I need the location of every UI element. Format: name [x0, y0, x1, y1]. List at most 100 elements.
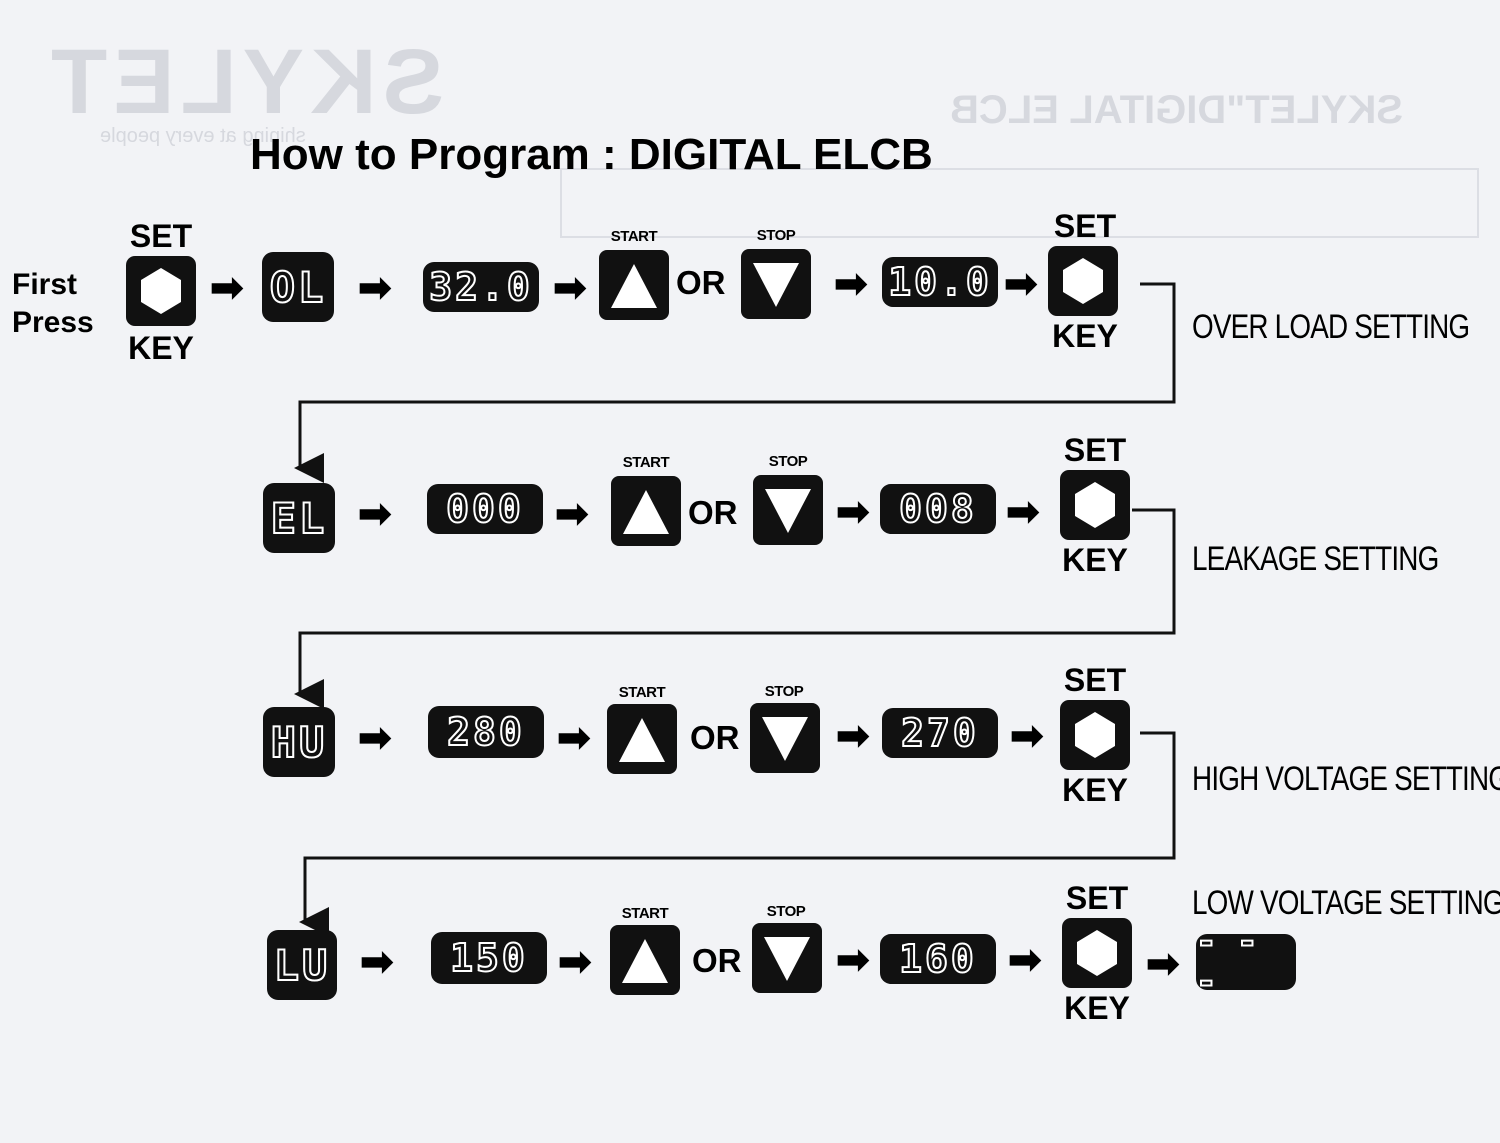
code-text: OL: [269, 262, 327, 313]
setting-label-low-voltage: LOW VOLTAGE SETTING: [1192, 884, 1500, 922]
arrow-right-icon: ➡: [1146, 942, 1180, 986]
setting-label-leakage: LEAKAGE SETTING: [1192, 540, 1439, 578]
stop-label: STOP: [764, 683, 804, 700]
first-key-label: KEY: [128, 330, 194, 366]
code-display-el: EL: [263, 483, 335, 553]
code-display-ol: OL: [262, 252, 334, 322]
arrow-right-icon: ➡: [1004, 262, 1038, 306]
page-title: How to Program : DIGITAL ELCB: [250, 130, 933, 179]
arrow-right-icon: ➡: [210, 266, 244, 310]
or-label: OR: [688, 494, 738, 531]
value-display-from: 32.0: [423, 262, 539, 312]
value-text: 10.0: [887, 259, 992, 305]
triangle-down-icon: [762, 717, 808, 761]
value-text: 32.0: [428, 264, 533, 310]
set-label: SET: [1053, 208, 1117, 244]
arrow-right-icon: ➡: [836, 714, 870, 758]
start-up-button[interactable]: [599, 250, 669, 320]
value-display-to: 008: [880, 484, 996, 534]
arrow-right-icon: ➡: [1006, 490, 1040, 534]
start-label: START: [610, 228, 658, 245]
value-text: 160: [898, 936, 977, 982]
first-set-label: SET: [129, 218, 193, 254]
first-press-line1: First: [12, 268, 78, 301]
start-up-button[interactable]: [607, 704, 677, 774]
hexagon-set-key-icon: [141, 268, 181, 314]
value-text: 000: [445, 486, 524, 532]
set-key-button[interactable]: [1060, 470, 1130, 540]
arrow-right-icon: ➡: [558, 940, 592, 984]
stop-down-button[interactable]: [750, 703, 820, 773]
setting-label-over-load: OVER LOAD SETTING: [1192, 308, 1470, 346]
first-press-line2: Press: [12, 306, 94, 339]
set-label: SET: [1065, 880, 1129, 916]
stop-down-button[interactable]: [752, 923, 822, 993]
set-key-button[interactable]: [1060, 700, 1130, 770]
arrow-right-icon: ➡: [553, 266, 587, 310]
set-label: SET: [1063, 662, 1127, 698]
stop-label: STOP: [768, 453, 808, 470]
background-frame: [560, 168, 1479, 238]
first-set-key[interactable]: [126, 256, 196, 326]
value-text: 270: [900, 710, 979, 756]
triangle-up-icon: [619, 718, 665, 762]
triangle-down-icon: [764, 937, 810, 981]
start-up-button[interactable]: [610, 925, 680, 995]
stop-down-button[interactable]: [753, 475, 823, 545]
set-key-button[interactable]: [1048, 246, 1118, 316]
start-label: START: [621, 905, 669, 922]
key-label: KEY: [1052, 318, 1118, 354]
value-display-to: 10.0: [882, 257, 998, 307]
stop-label: STOP: [766, 903, 806, 920]
value-display-from: 280: [428, 706, 544, 758]
code-text: HU: [270, 717, 328, 768]
or-label: OR: [690, 719, 740, 756]
value-display-from: 000: [427, 484, 543, 534]
hexagon-set-key-icon: [1075, 712, 1115, 758]
arrow-right-icon: ➡: [1010, 714, 1044, 758]
code-display-hu: HU: [263, 707, 335, 777]
arrow-right-icon: ➡: [358, 716, 392, 760]
hexagon-set-key-icon: [1075, 482, 1115, 528]
value-display-from: 150: [431, 932, 547, 984]
hexagon-set-key-icon: [1063, 258, 1103, 304]
key-label: KEY: [1062, 772, 1128, 808]
arrow-right-icon: ➡: [834, 262, 868, 306]
first-press-label: First Press: [12, 266, 94, 342]
or-label: OR: [676, 264, 726, 301]
arrow-right-icon: ➡: [358, 266, 392, 310]
value-text: 280: [446, 709, 525, 755]
final-display: - - -: [1195, 921, 1296, 1003]
arrow-right-icon: ➡: [836, 490, 870, 534]
set-key-button[interactable]: [1062, 918, 1132, 988]
final-text: - - -: [1195, 921, 1258, 1003]
value-display-to: 270: [882, 708, 998, 758]
stop-label: STOP: [756, 227, 796, 244]
arrow-right-icon: ➡: [358, 492, 392, 536]
arrow-right-icon: ➡: [557, 716, 591, 760]
triangle-down-icon: [753, 263, 799, 307]
start-up-button[interactable]: [611, 476, 681, 546]
start-label: START: [622, 454, 670, 471]
start-label: START: [618, 684, 666, 701]
code-text: LU: [273, 940, 331, 991]
triangle-up-icon: [623, 490, 669, 534]
or-label: OR: [692, 942, 742, 979]
hexagon-set-key-icon: [1077, 930, 1117, 976]
arrow-right-icon: ➡: [555, 492, 589, 536]
arrow-right-icon: ➡: [836, 938, 870, 982]
value-text: 150: [449, 935, 528, 981]
triangle-up-icon: [611, 264, 657, 308]
value-display-to: 160: [880, 934, 996, 984]
setting-label-high-voltage: HIGH VOLTAGE SETTING: [1192, 760, 1500, 798]
key-label: KEY: [1062, 542, 1128, 578]
triangle-down-icon: [765, 489, 811, 533]
stop-down-button[interactable]: [741, 249, 811, 319]
value-text: 008: [898, 486, 977, 532]
code-text: EL: [270, 493, 328, 544]
code-display-lu: LU: [267, 930, 337, 1000]
triangle-up-icon: [622, 939, 668, 983]
arrow-right-icon: ➡: [1008, 938, 1042, 982]
arrow-right-icon: ➡: [360, 940, 394, 984]
